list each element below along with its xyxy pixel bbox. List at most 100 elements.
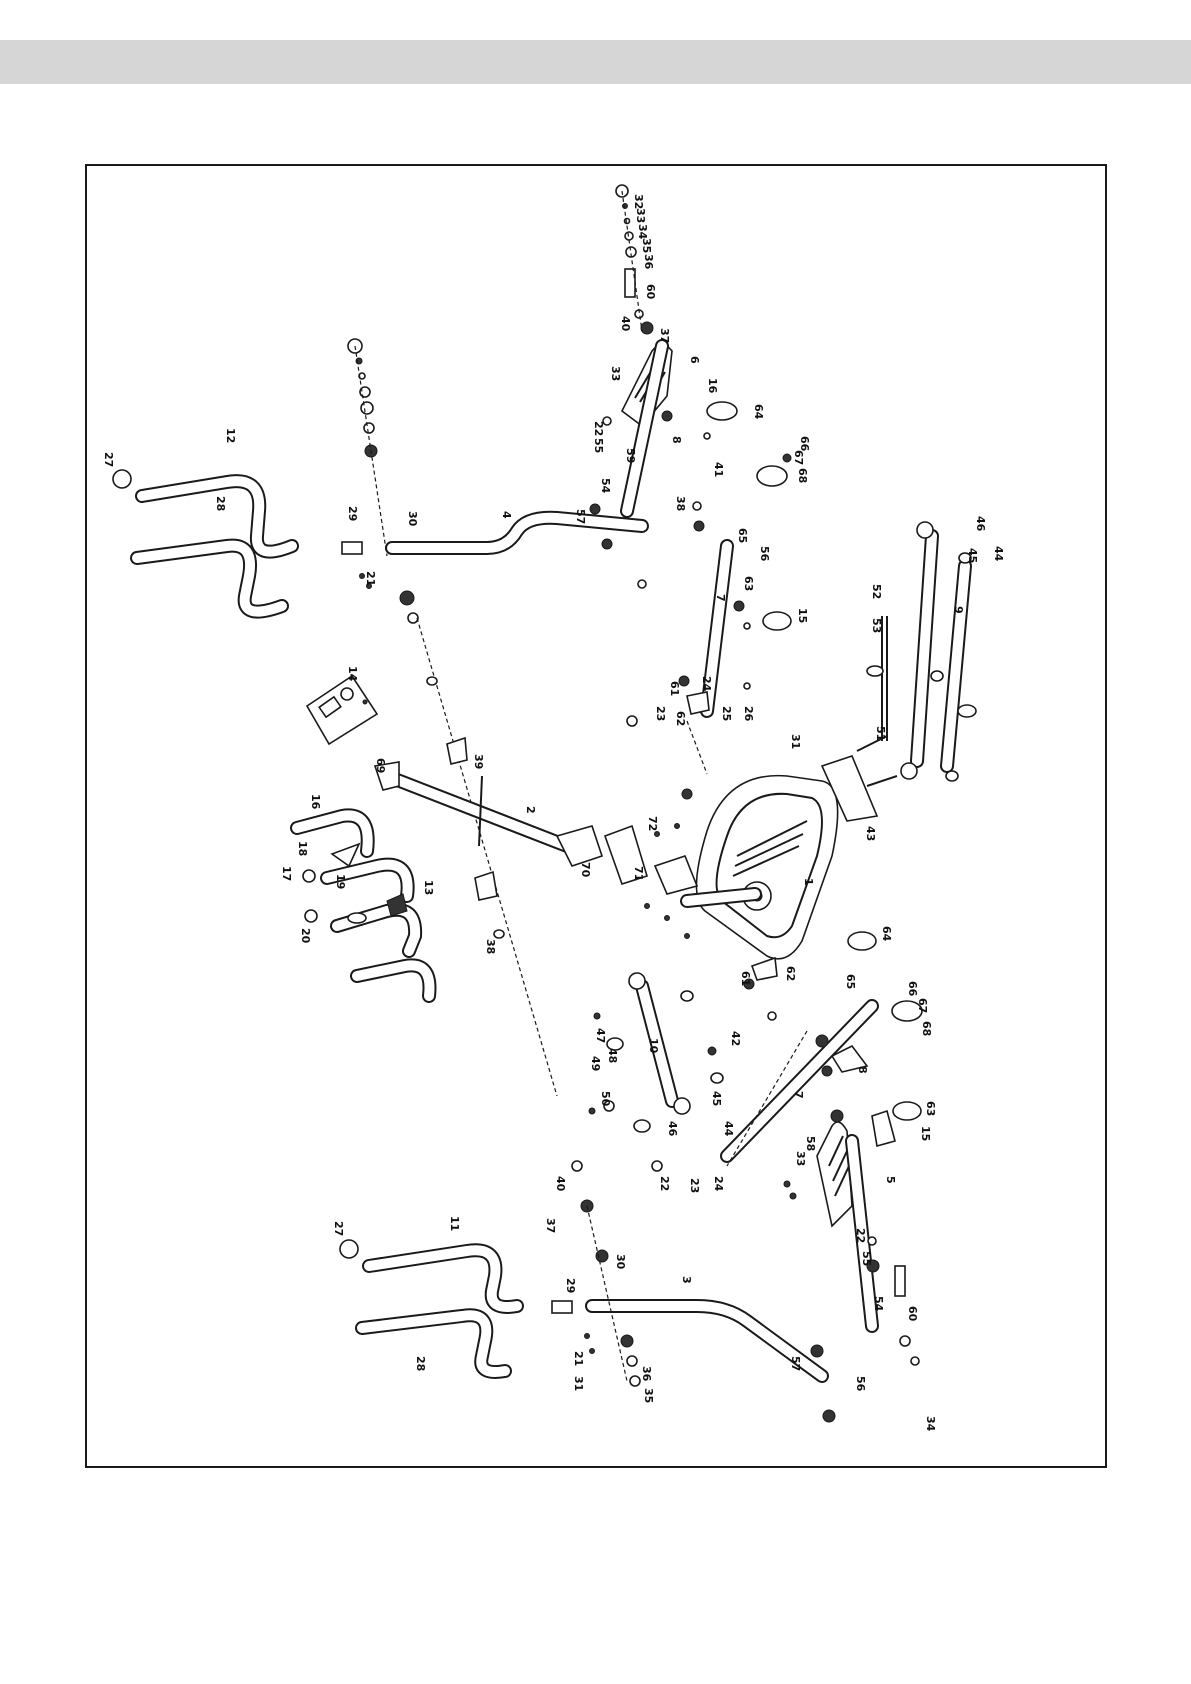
part-number: 28 xyxy=(214,496,227,511)
main-frame-1 xyxy=(603,735,898,960)
part-number: 45 xyxy=(966,548,979,563)
part-number: 24 xyxy=(700,676,713,692)
part-number: 71 xyxy=(632,866,645,881)
part-number: 68 xyxy=(796,468,809,483)
part-number: 21 xyxy=(572,1351,585,1366)
part-number: 68 xyxy=(920,1021,933,1036)
part-number: 22 xyxy=(592,421,605,436)
part-number: 61 xyxy=(668,681,681,696)
part-number: 47 xyxy=(594,1028,607,1043)
upper-handlebar-group xyxy=(112,338,649,1097)
part-number: 53 xyxy=(870,618,883,633)
part-number: 55 xyxy=(860,1251,873,1266)
part-number: 55 xyxy=(592,438,605,453)
part-number: 10 xyxy=(647,1038,660,1054)
part-number: 22 xyxy=(854,1228,867,1243)
part-number: 66 xyxy=(906,981,919,997)
part-number: 20 xyxy=(299,928,312,944)
part-number: 67 xyxy=(792,450,805,465)
part-number: 26 xyxy=(742,706,755,722)
part-number: 46 xyxy=(974,516,987,532)
part-number: 43 xyxy=(864,826,877,841)
part-number: 64 xyxy=(880,926,893,942)
part-number: 63 xyxy=(742,576,755,591)
part-number-labels: 32 33 34 35 36 60 40 37 6 33 22 55 59 16… xyxy=(102,194,1005,1432)
console-14 xyxy=(305,674,379,746)
part-number: 65 xyxy=(844,974,857,989)
part-number: 46 xyxy=(666,1121,679,1137)
part-number: 61 xyxy=(739,971,752,986)
part-number: 48 xyxy=(606,1048,619,1063)
part-number: 44 xyxy=(722,1121,735,1137)
part-number: 13 xyxy=(422,880,435,895)
part-number: 56 xyxy=(758,546,771,562)
part-number: 18 xyxy=(296,841,309,856)
part-number: 63 xyxy=(924,1101,937,1116)
part-number: 17 xyxy=(280,866,293,881)
part-number: 37 xyxy=(544,1218,557,1233)
part-number: 34 xyxy=(636,224,649,240)
part-number: 36 xyxy=(642,254,655,270)
lower-pedal-assembly xyxy=(651,931,923,1366)
part-number: 27 xyxy=(332,1221,345,1236)
part-number: 29 xyxy=(564,1278,577,1293)
part-number: 16 xyxy=(706,378,719,394)
part-number: 66 xyxy=(798,436,811,452)
part-number: 60 xyxy=(906,1306,919,1322)
part-number: 24 xyxy=(712,1176,725,1192)
part-number: 27 xyxy=(102,452,115,467)
part-number: 29 xyxy=(346,506,359,521)
part-number: 14 xyxy=(346,666,359,682)
exploded-parts-diagram: .st { stroke: #1a1a1a; stroke-width: 2; … xyxy=(85,164,1107,1468)
part-number: 2 xyxy=(524,806,537,814)
part-number: 5 xyxy=(884,1176,897,1184)
part-number: 45 xyxy=(710,1091,723,1106)
part-number: 23 xyxy=(654,706,667,721)
front-post-2 xyxy=(373,676,604,939)
part-number: 21 xyxy=(364,571,377,586)
part-number: 72 xyxy=(646,816,659,831)
part-number: 15 xyxy=(796,608,809,623)
part-number: 7 xyxy=(792,1091,805,1099)
part-number: 36 xyxy=(640,1366,653,1382)
part-number: 32 xyxy=(632,194,645,209)
part-number: 67 xyxy=(916,998,929,1013)
part-number: 60 xyxy=(644,284,657,300)
part-number: 8 xyxy=(856,1066,869,1074)
part-number: 64 xyxy=(752,404,765,420)
part-number: 4 xyxy=(500,511,513,519)
part-number: 6 xyxy=(688,356,701,364)
part-number: 50 xyxy=(599,1091,612,1107)
part-number: 7 xyxy=(714,594,727,602)
part-number: 57 xyxy=(574,509,587,524)
part-number: 19 xyxy=(334,874,347,889)
part-number: 59 xyxy=(624,448,637,463)
part-number: 9 xyxy=(952,606,965,614)
lower-handlebar-group xyxy=(339,1160,836,1423)
part-number: 51 xyxy=(874,726,887,741)
part-number: 41 xyxy=(712,462,725,477)
part-number: 22 xyxy=(658,1176,671,1191)
part-number: 42 xyxy=(729,1031,742,1046)
part-number: 16 xyxy=(309,794,322,810)
part-number: 28 xyxy=(414,1356,427,1371)
part-number: 40 xyxy=(554,1176,567,1192)
part-number: 52 xyxy=(870,584,883,599)
part-number: 15 xyxy=(919,1126,932,1141)
part-number: 54 xyxy=(872,1296,885,1312)
part-number: 12 xyxy=(224,428,237,443)
sleeve-29 xyxy=(341,541,363,555)
part-number: 8 xyxy=(670,436,683,444)
part-number: 69 xyxy=(374,758,387,773)
part-number: 70 xyxy=(579,862,592,878)
part-number: 62 xyxy=(784,966,797,981)
part-number: 62 xyxy=(674,711,687,726)
part-number: 49 xyxy=(589,1056,602,1071)
part-number: 34 xyxy=(924,1416,937,1432)
part-number: 3 xyxy=(680,1276,693,1284)
part-number: 33 xyxy=(634,208,647,223)
part-number: 30 xyxy=(614,1254,627,1270)
part-number: 33 xyxy=(609,366,622,381)
part-number: 33 xyxy=(794,1151,807,1166)
header-bar xyxy=(0,40,1191,84)
